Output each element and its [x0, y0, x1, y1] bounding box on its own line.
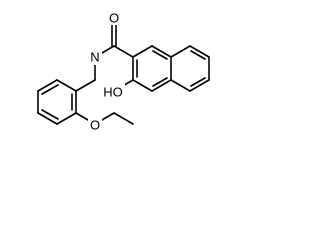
hydroxyl-label: HO	[103, 85, 123, 100]
chemical-structure-diagram: O N HO O	[37, 10, 210, 133]
benzene-ring	[37, 79, 96, 125]
carbonyl-oxygen-label: O	[109, 11, 119, 26]
ethoxy-group	[75, 112, 134, 125]
naphthalene-left-ring	[132, 45, 172, 92]
naphthalene-right-ring	[170, 45, 210, 92]
ether-oxygen-label: O	[90, 118, 100, 133]
amide-nitrogen-label: N	[90, 50, 99, 65]
